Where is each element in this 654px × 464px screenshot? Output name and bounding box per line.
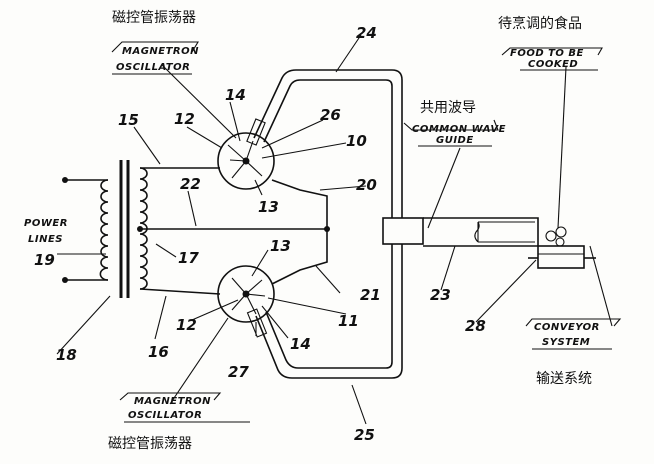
label-cn-food: 待烹调的食品 bbox=[498, 15, 582, 32]
ref-12-bottom: 12 bbox=[176, 316, 197, 334]
ref-21: 21 bbox=[360, 286, 381, 304]
probe-27 bbox=[246, 308, 268, 338]
ref-13-top: 13 bbox=[258, 198, 279, 216]
leader-lines bbox=[56, 34, 613, 425]
conveyor-system bbox=[528, 226, 596, 269]
ref-13-bottom: 13 bbox=[270, 237, 291, 255]
ref-10: 10 bbox=[346, 132, 367, 150]
ref-15: 15 bbox=[118, 111, 139, 129]
caption-food-2: COOKED bbox=[528, 59, 578, 70]
wiring bbox=[137, 167, 330, 295]
primary-coil bbox=[99, 179, 109, 281]
lead-16 bbox=[139, 288, 221, 295]
ref-14-bottom: 14 bbox=[290, 335, 311, 353]
ref-11: 11 bbox=[338, 312, 359, 330]
probe-26 bbox=[246, 118, 266, 146]
ref-17: 17 bbox=[178, 249, 199, 267]
common-waveguide bbox=[382, 217, 539, 247]
label-cn-oscillator-bottom: 磁控管振荡器 bbox=[108, 436, 192, 452]
ref-20: 20 bbox=[356, 176, 377, 194]
ref-27: 27 bbox=[228, 363, 249, 381]
caption-conv-2: SYSTEM bbox=[542, 337, 590, 348]
label-cn-conveyor: 输送系统 bbox=[536, 371, 592, 387]
waveguide-25 bbox=[255, 244, 403, 379]
transformer bbox=[62, 160, 148, 298]
leads-20-21 bbox=[271, 179, 328, 285]
caption-conv-1: CONVEYOR bbox=[534, 322, 600, 333]
ref-26: 26 bbox=[320, 106, 341, 124]
ref-23: 23 bbox=[430, 286, 451, 304]
ref-14-top: 14 bbox=[225, 86, 246, 104]
ref-16: 16 bbox=[148, 343, 169, 361]
ref-25: 25 bbox=[354, 426, 375, 444]
caption-power-1: POWER bbox=[24, 218, 68, 229]
caption-osc-bot-1: MAGNETRON bbox=[134, 396, 211, 407]
magnetron-top bbox=[217, 132, 275, 190]
ref-28: 28 bbox=[465, 317, 486, 335]
caption-food-1: FOOD TO BE bbox=[510, 48, 584, 59]
food-item bbox=[545, 230, 557, 242]
caption-guide-2: GUIDE bbox=[436, 135, 474, 146]
waveguide-24 bbox=[253, 69, 403, 218]
caption-osc-bot-2: OSCILLATOR bbox=[128, 410, 202, 421]
caption-osc-top-2: OSCILLATOR bbox=[116, 62, 190, 73]
caption-power-2: LINES bbox=[28, 234, 63, 245]
label-cn-waveguide: 共用波导 bbox=[420, 100, 476, 116]
magnetron-bottom bbox=[217, 265, 275, 323]
ref-19: 19 bbox=[34, 251, 55, 269]
ref-22: 22 bbox=[180, 175, 201, 193]
caption-osc-top-1: MAGNETRON bbox=[122, 46, 199, 57]
ref-24: 24 bbox=[356, 24, 377, 42]
ref-12-top: 12 bbox=[174, 110, 195, 128]
label-cn-oscillator-top: 磁控管振荡器 bbox=[112, 10, 196, 26]
label-underlines bbox=[111, 41, 622, 423]
caption-guide-1: COMMON WAVE bbox=[412, 124, 506, 135]
ref-18: 18 bbox=[56, 346, 77, 364]
